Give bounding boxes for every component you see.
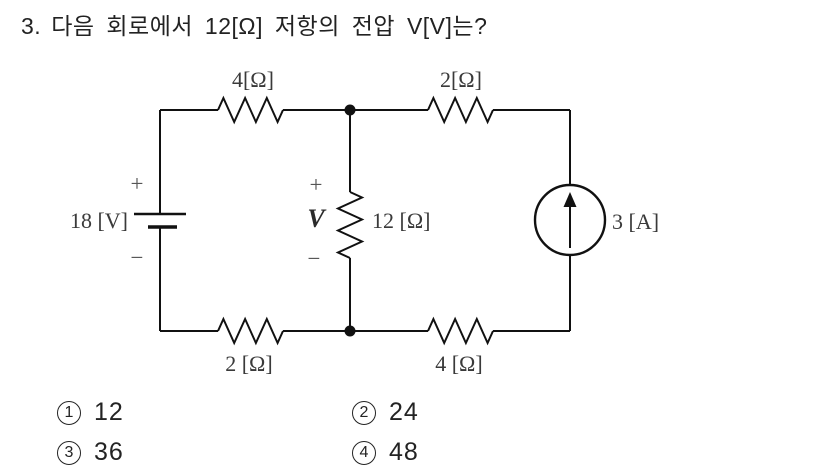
answer-option-1[interactable]: 1 12: [57, 398, 124, 427]
resistor-top-right-icon: [427, 95, 494, 125]
resistor-middle-icon: [335, 191, 365, 259]
current-source-label: 3 [A]: [612, 209, 659, 234]
middle-minus-sign: −: [308, 246, 321, 271]
resistor-bottom-right-icon: [427, 316, 494, 346]
option-1-marker-icon: 1: [57, 400, 81, 425]
resistor-top-left-icon: [217, 95, 284, 125]
question-title: 3. 다음 회로에서 12[Ω] 저항의 전압 V[V]는?: [21, 7, 487, 41]
middle-voltage-label: V: [307, 204, 327, 233]
resistor-middle-label: 12 [Ω]: [372, 208, 431, 233]
resistor-bottom-right-label: 4 [Ω]: [435, 351, 483, 376]
current-arrow-head-icon: [563, 192, 577, 207]
resistor-top-right-label: 2[Ω]: [440, 67, 482, 92]
question-text: 다음 회로에서 12[Ω] 저항의 전압 V[V]는?: [51, 13, 488, 39]
option-4-marker-icon: 4: [352, 440, 376, 465]
question-number: 3.: [21, 13, 42, 39]
answer-option-2[interactable]: 2 24: [352, 398, 419, 427]
node-dot-bottom: [344, 325, 356, 337]
middle-plus-sign: +: [310, 172, 323, 197]
answer-option-3[interactable]: 3 36: [57, 438, 124, 467]
option-4-value: 48: [389, 438, 419, 466]
resistor-top-left-label: 4[Ω]: [232, 67, 274, 92]
option-2-marker-icon: 2: [352, 400, 376, 425]
voltage-source-label: 18 [V]: [70, 208, 128, 233]
resistor-bottom-left-label: 2 [Ω]: [225, 351, 273, 376]
option-3-value: 36: [94, 438, 124, 466]
option-2-value: 24: [389, 398, 419, 426]
node-dot-top: [344, 104, 356, 116]
battery-minus-sign: −: [131, 245, 144, 270]
answer-option-4[interactable]: 4 48: [352, 438, 419, 467]
resistor-bottom-left-icon: [217, 316, 284, 346]
option-3-marker-icon: 3: [57, 440, 81, 465]
option-1-value: 12: [94, 398, 124, 426]
battery-plus-sign: +: [131, 171, 144, 196]
